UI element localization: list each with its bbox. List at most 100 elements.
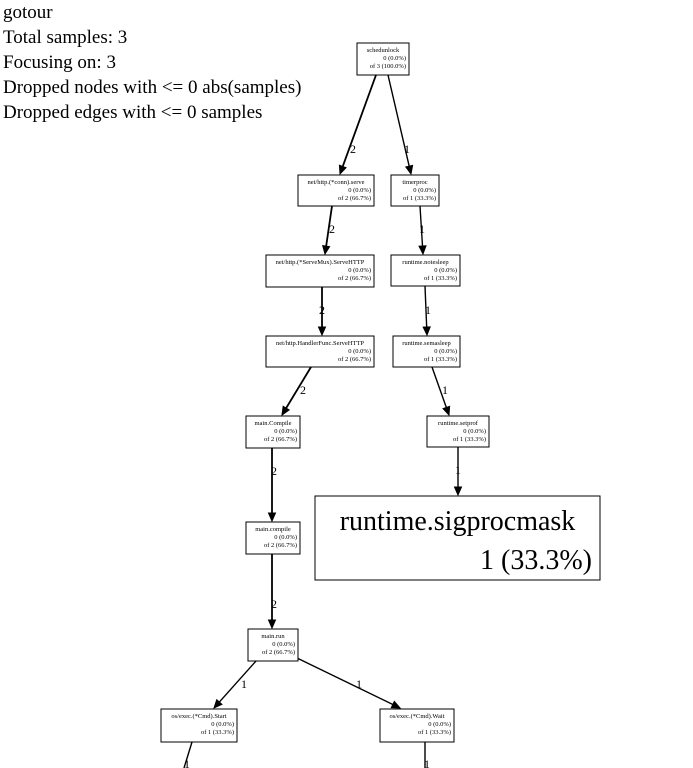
edge-line: [296, 657, 394, 706]
node-label: schedunlock: [367, 47, 400, 54]
edge-servemux-handlerfunc: 2: [317, 287, 327, 337]
edge-serve-servemux: 2: [322, 205, 335, 256]
edge-arrowhead: [422, 326, 431, 337]
node-value: 1 (33.3%): [480, 545, 592, 576]
dropped-nodes: Dropped nodes with <= 0 abs(samples): [3, 77, 302, 98]
edge-setprof-sigprocmask: 1: [453, 447, 463, 497]
node-box: [426, 415, 490, 448]
edge-start-start_child: 1: [183, 741, 193, 768]
edge-run-wait: 1: [296, 657, 402, 709]
node-sigprocmask: runtime.sigprocmask 1 (33.3%): [314, 495, 601, 581]
edge-line: [424, 285, 428, 328]
edge-arrowhead: [267, 512, 277, 523]
edge-arrowhead: [453, 486, 463, 497]
node-value: 0 (0.0%): [348, 348, 371, 355]
node-label: net/http.(*conn).serve: [307, 179, 364, 186]
node-label: os/exec.(*Cmd).Wait: [389, 713, 444, 720]
edge-notesleep-semasleep: 1: [422, 285, 431, 337]
edge-weight: 1: [241, 677, 247, 691]
edge-arrowhead: [338, 164, 347, 176]
edge-arrowhead: [322, 244, 331, 256]
node-value: 0 (0.0%): [348, 187, 371, 194]
node-value: 0 (0.0%): [274, 534, 297, 541]
edge-line: [325, 205, 333, 247]
node-value: of 1 (33.3%): [201, 729, 234, 736]
edge-weight: 1: [184, 757, 190, 768]
node-label: runtime.sigprocmask: [340, 506, 576, 537]
edge-weight: 1: [442, 383, 448, 397]
node-value: of 2 (66.7%): [264, 436, 297, 443]
node-value: of 2 (66.7%): [338, 275, 371, 282]
node-value: of 1 (33.3%): [453, 436, 486, 443]
node-value: of 2 (66.7%): [264, 542, 297, 549]
edge-line: [183, 741, 193, 768]
edge-compile-run: 2: [267, 554, 277, 630]
node-box: [265, 254, 375, 288]
node-value: 0 (0.0%): [348, 267, 371, 274]
edge-line: [387, 74, 410, 167]
node-box: [390, 254, 461, 287]
total-samples: Total samples: 3: [3, 27, 128, 48]
node-value: of 2 (66.7%): [262, 649, 295, 656]
node-box: [247, 628, 299, 662]
node-box: [356, 42, 410, 76]
node-label: net/http.HandlerFunc.ServeHTTP: [276, 340, 364, 347]
node-box: [265, 335, 375, 368]
profile-title: gotour: [3, 2, 53, 23]
edge-Compile-compile: 2: [267, 448, 277, 523]
node-box: [390, 174, 440, 207]
edge-weight: 2: [300, 383, 306, 397]
node-label: runtime.semasleep: [402, 340, 451, 347]
edge-arrowhead: [404, 164, 414, 176]
edge-weight: 1: [419, 222, 425, 236]
node-label: main.run: [261, 633, 285, 640]
edge-weight: 1: [356, 677, 362, 691]
edge-timerproc-notesleep: 1: [418, 205, 427, 256]
node-label: net/http.(*ServeMux).ServeHTTP: [276, 259, 365, 266]
edge-weight: 2: [329, 222, 335, 236]
edge-arrowhead: [267, 619, 277, 630]
node-label: main.Compile: [254, 420, 291, 427]
node-value: 0 (0.0%): [428, 721, 451, 728]
node-value: 0 (0.0%): [434, 267, 457, 274]
edge-line: [285, 366, 312, 409]
node-value: 0 (0.0%): [413, 187, 436, 194]
node-value: of 1 (33.3%): [424, 356, 457, 363]
node-value: 0 (0.0%): [211, 721, 234, 728]
dropped-edges: Dropped edges with <= 0 samples: [3, 102, 263, 123]
focusing-on: Focusing on: 3: [3, 52, 116, 73]
edge-arrowhead: [213, 698, 223, 709]
edge-wait-wait_child: 1: [424, 742, 430, 768]
node-box: [297, 174, 375, 207]
edge-line: [431, 366, 447, 408]
node-value: 0 (0.0%): [274, 428, 297, 435]
node-label: timerproc: [402, 179, 427, 186]
node-value: of 3 (100.0%): [370, 63, 406, 70]
edge-weight: 1: [455, 463, 461, 477]
node-box: [392, 335, 461, 368]
node-value: 0 (0.0%): [383, 55, 406, 62]
node-label: os/exec.(*Cmd).Start: [171, 713, 226, 720]
edge-weight: 2: [271, 464, 277, 478]
node-value: of 1 (33.3%): [403, 195, 436, 202]
edge-arrowhead: [418, 245, 427, 256]
node-value: 0 (0.0%): [434, 348, 457, 355]
edge-handlerfunc-Compile: 2: [281, 366, 312, 417]
node-value: 0 (0.0%): [463, 428, 486, 435]
edge-schedunlock-timerproc: 1: [387, 74, 414, 176]
node-box: [160, 708, 238, 743]
node-box: [379, 708, 455, 743]
edge-weight: 2: [271, 597, 277, 611]
node-value: 0 (0.0%): [272, 641, 295, 648]
edge-weight: 2: [350, 142, 356, 156]
edge-arrowhead: [317, 326, 327, 337]
edge-line: [218, 660, 257, 703]
node-value: of 2 (66.7%): [338, 195, 371, 202]
